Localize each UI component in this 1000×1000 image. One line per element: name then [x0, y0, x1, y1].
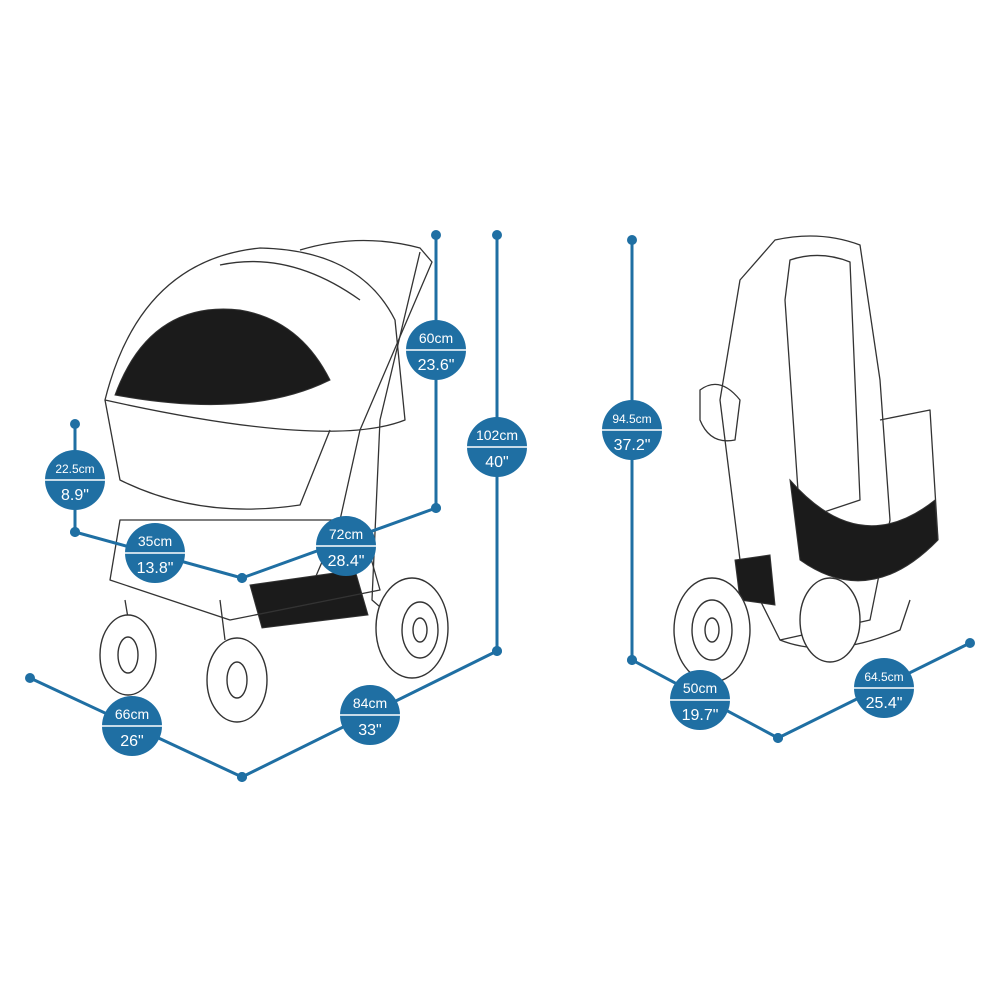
dimension-total-width: 66cm 26" [25, 673, 247, 782]
dimension-badge: 94.5cm 37.2" [602, 400, 662, 460]
dimension-badge: 60cm 23.6" [406, 320, 466, 380]
dimension-badge: 35cm 13.8" [125, 523, 185, 583]
metric-value: 22.5cm [55, 462, 94, 476]
imperial-value: 26" [120, 733, 143, 750]
metric-value: 102cm [476, 427, 518, 443]
metric-value: 66cm [115, 706, 149, 722]
dimension-badge: 22.5cm 8.9" [45, 450, 105, 510]
endpoint-dot [627, 235, 637, 245]
imperial-value: 40" [485, 454, 508, 471]
metric-value: 50cm [683, 680, 717, 696]
metric-value: 60cm [419, 330, 453, 346]
dimension-badge: 66cm 26" [102, 696, 162, 756]
imperial-value: 8.9" [61, 487, 89, 504]
endpoint-dot [237, 573, 247, 583]
endpoint-dot [492, 230, 502, 240]
dimension-folded-width: 50cm 19.7" [627, 655, 783, 743]
dimension-total-height: 102cm 40" [467, 230, 527, 656]
dimension-cabin-height: 22.5cm 8.9" [45, 419, 105, 537]
dimension-folded-height: 94.5cm 37.2" [602, 235, 662, 665]
imperial-value: 19.7" [682, 707, 719, 724]
dimension-badge: 102cm 40" [467, 417, 527, 477]
imperial-value: 28.4" [328, 553, 365, 570]
endpoint-dot [627, 655, 637, 665]
imperial-value: 25.4" [866, 695, 903, 712]
metric-value: 94.5cm [612, 412, 651, 426]
endpoint-dot [237, 772, 247, 782]
metric-value: 72cm [329, 526, 363, 542]
metric-value: 64.5cm [864, 670, 903, 684]
imperial-value: 33" [358, 722, 381, 739]
metric-value: 35cm [138, 533, 172, 549]
unfolded-stroller-illustration [99, 239, 449, 723]
endpoint-dot [492, 646, 502, 656]
imperial-value: 23.6" [418, 357, 455, 374]
endpoint-dot [773, 733, 783, 743]
dimension-badge: 50cm 19.7" [670, 670, 730, 730]
dimension-total-length: 84cm 33" [237, 646, 502, 782]
dimension-cabin-width: 35cm 13.8" [70, 523, 247, 583]
folded-stroller-illustration [673, 235, 939, 683]
dimension-badge: 64.5cm 25.4" [854, 658, 914, 718]
endpoint-dot [70, 419, 80, 429]
dimension-cabin-length: 72cm 28.4" [237, 503, 441, 583]
endpoint-dot [431, 230, 441, 240]
dimension-badge: 72cm 28.4" [316, 516, 376, 576]
endpoint-dot [431, 503, 441, 513]
endpoint-dot [965, 638, 975, 648]
imperial-value: 37.2" [614, 437, 651, 454]
dimension-folded-length: 64.5cm 25.4" [773, 638, 975, 743]
metric-value: 84cm [353, 695, 387, 711]
endpoint-dot [25, 673, 35, 683]
endpoint-dot [70, 527, 80, 537]
imperial-value: 13.8" [137, 560, 174, 577]
dimension-badge: 84cm 33" [340, 685, 400, 745]
